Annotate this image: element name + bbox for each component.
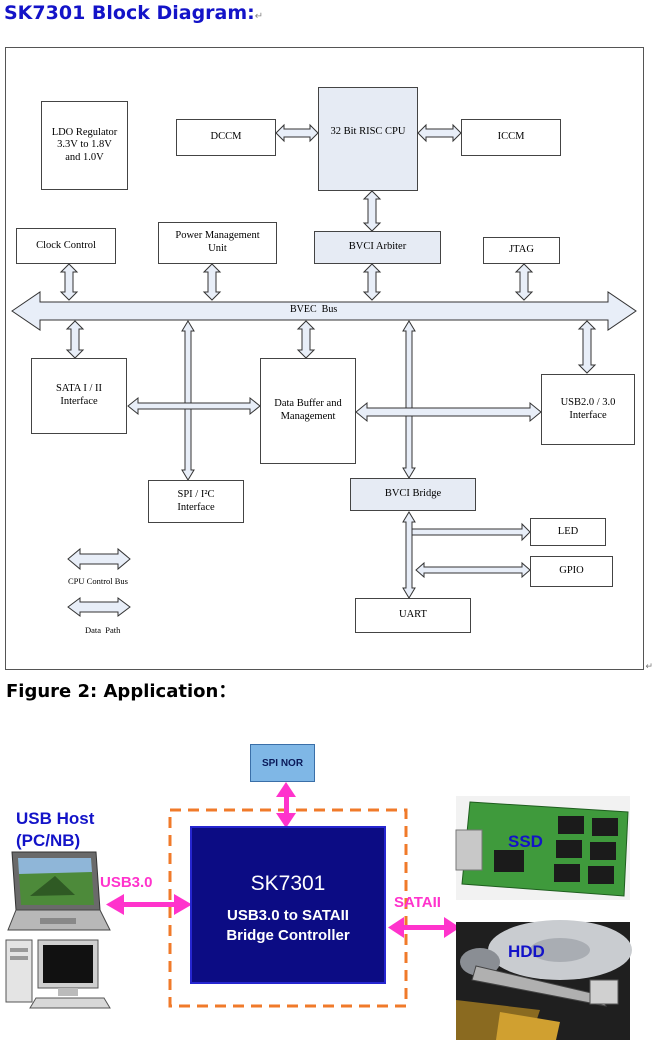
clock-bus-arrow [59,263,79,301]
legend-cpu-bus-arrow [67,547,131,571]
dccm-block: DCCM [176,119,276,156]
ssd-illustration [455,796,630,900]
hdd-label: HDD [508,942,545,961]
desktop-illustration [5,939,111,1009]
jtag-block: JTAG [483,237,560,264]
sk7301-chip: SK7301 USB3.0 to SATAII Bridge Controlle… [190,826,386,984]
cpu-block: 32 Bit RISC CPU [318,87,418,191]
hdd-illustration [456,920,632,1040]
jtag-bus-arrow [514,263,534,301]
bvci-bridge-block: BVCI Bridge [350,478,476,511]
sataii-link-label: SATAII [394,894,441,911]
legend-data-path-label: Data Path [85,625,121,635]
block-diagram-title: SK7301 Block Diagram:↵ [4,2,264,24]
uart-block: UART [355,598,471,633]
sata-link-arrow [388,917,460,938]
chip-name: SK7301 [250,872,326,895]
bvci-arbiter-block: BVCI Arbiter [314,231,441,264]
chip-description: USB3.0 to SATAII Bridge Controller [226,907,350,945]
spinor-link-arrow [276,782,296,828]
gpio-block: GPIO [530,556,613,587]
usb3-link-label: USB3.0 [100,874,153,891]
ssd-label: SSD [508,832,543,851]
clock-control-block: Clock Control [16,228,116,264]
spi-nor-block: SPI NOR [250,744,315,782]
bus-usb-arrow [577,320,597,374]
usb-link-arrow [106,894,192,915]
application-title: Figure 2: Application： [6,681,237,702]
bvec-bus-label: BVEC Bus [290,304,338,315]
bvec-bus-arrow [11,291,637,331]
bridge-led-arrow [411,522,531,542]
laptop-illustration [7,851,111,931]
arbiter-bus-arrow [362,263,382,301]
iccm-block: ICCM [461,119,561,156]
legend-data-path-arrow [67,597,131,617]
usb-host-label: USB Host (PC/NB) [16,809,95,851]
led-block: LED [530,518,606,546]
legend-cpu-bus-label: CPU Control Bus [68,576,128,586]
pmu-bus-arrow [202,263,222,301]
